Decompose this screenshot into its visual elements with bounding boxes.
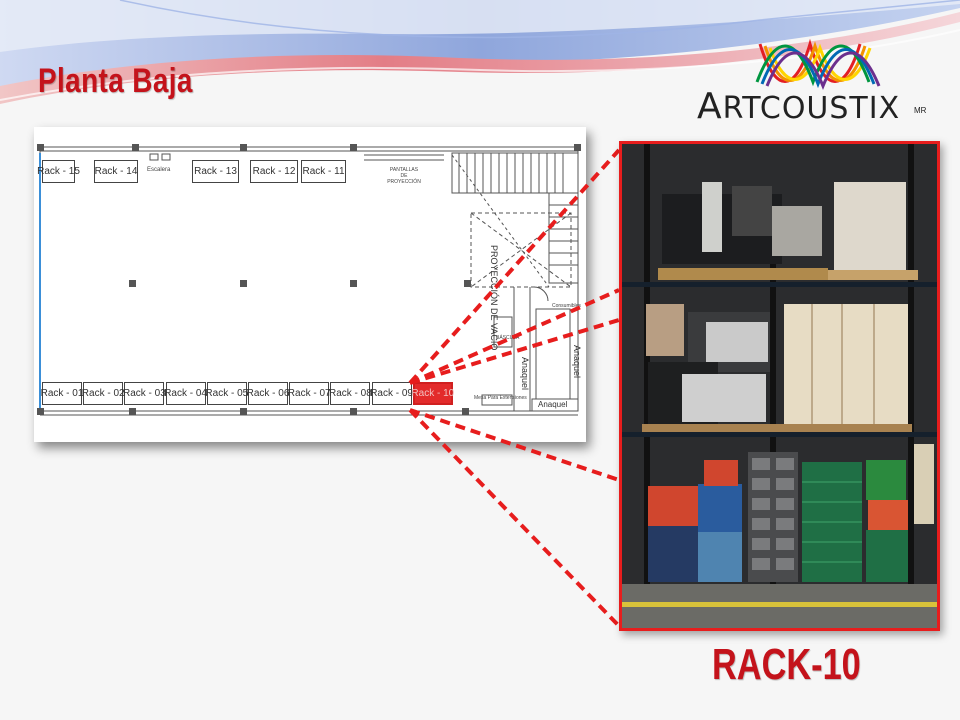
extension-box-label: Mesa Para Extensiones: [474, 395, 527, 401]
rack-08: Rack - 08: [329, 382, 372, 405]
brand-initial: A: [697, 86, 723, 127]
brand-wordmark: ARTCOUSTIX: [697, 86, 900, 127]
brand-rest: RTCOUSTIX: [722, 91, 901, 126]
rack-photo-image: [622, 144, 937, 628]
rack-13: Rack - 13: [192, 160, 239, 183]
slide-title: Planta Baja: [38, 62, 193, 100]
rack-12: Rack - 12: [250, 160, 298, 183]
rack-14: Rack - 14: [94, 160, 138, 183]
rack-06: Rack - 06: [247, 382, 289, 405]
rack-11: Rack - 11: [301, 160, 346, 183]
projection-screens-label: PANTALLAS DE PROYECCIÓN: [387, 167, 421, 185]
rack-03: Rack - 03: [123, 382, 166, 405]
rack-photo: [619, 141, 940, 631]
artcoustix-logo-icon: [755, 38, 881, 90]
shelf-vertical-right-label: Anaquel: [572, 345, 582, 379]
consumables-label: Consumibles: [552, 303, 581, 309]
header-wave-decoration: [0, 0, 960, 104]
brand-trademark: MR: [914, 106, 927, 115]
rack-caption: RACK-10: [712, 640, 861, 689]
rack-04: Rack - 04: [164, 382, 207, 405]
rack-01: Rack - 01: [41, 382, 83, 405]
rack-10: Rack - 10: [411, 382, 454, 405]
stairs-label: Escalera: [147, 167, 171, 173]
rack-09: Rack - 09: [370, 382, 413, 405]
rack-02: Rack - 02: [82, 382, 125, 405]
shelf-vertical-left-label: Anaquel: [520, 357, 530, 391]
scale-label: BÁSCULA: [496, 335, 520, 341]
shelf-bottom-label: Anaquel: [538, 400, 568, 409]
rack-15: Rack - 15: [37, 160, 80, 183]
rack-07: Rack - 07: [288, 382, 331, 405]
rack-05: Rack - 05: [205, 382, 248, 405]
